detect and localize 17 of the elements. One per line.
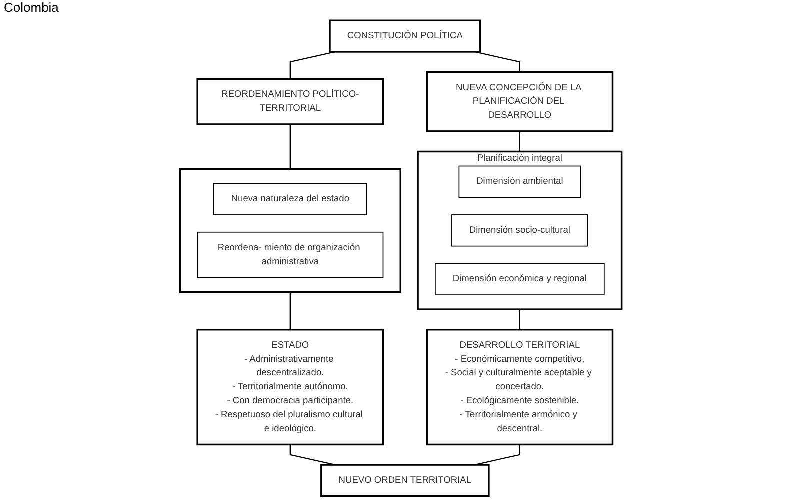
node-box: CONSTITUCIÓN POLÍTICA bbox=[329, 20, 482, 53]
node-box: ESTADO - Administrativamente descentralizado. - Territorialmente autónomo. - Con democracia participante. - Respetuoso del pluralismo cultural e ideológico. bbox=[196, 329, 384, 446]
connector bbox=[290, 124, 291, 170]
node-box: Dimensión socio-cultural bbox=[452, 214, 588, 247]
connector bbox=[290, 292, 291, 330]
node-box: Dimensión económica y regional bbox=[435, 263, 605, 296]
caption-text: Colombia bbox=[4, 0, 59, 15]
cluster bbox=[179, 168, 402, 294]
node-box: Dimensión ambiental bbox=[458, 166, 582, 198]
node-box: DESARROLLO TERITORIAL - Económicamente competitivo. - Social y culturalmente aceptable y concertado. - Ecológicamente sostenible. - Territorialmente armónico y descentral. bbox=[426, 329, 614, 446]
connector bbox=[519, 310, 520, 330]
node-box: NUEVO ORDEN TERRITORIAL bbox=[320, 464, 490, 498]
node-box: Nueva naturaleza del estado bbox=[213, 183, 368, 216]
node-box: Reordena- miento de organización administrativa bbox=[197, 232, 384, 278]
node-box: REORDENAMIENTO POLÍTICO-TERRITORIAL bbox=[196, 78, 384, 126]
connector bbox=[519, 131, 520, 152]
node-box: NUEVA CONCEPCIÓN DE LA PLANIFICACIÓN DEL DESARROLLO bbox=[426, 71, 614, 132]
